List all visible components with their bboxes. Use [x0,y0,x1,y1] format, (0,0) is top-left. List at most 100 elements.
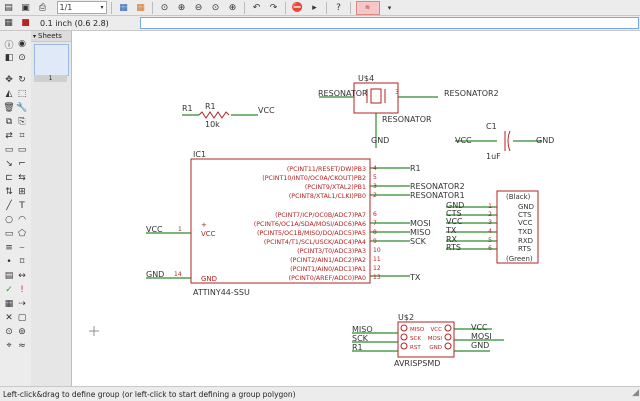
net-icon[interactable]: ⎯ [19,243,25,253]
layer-icon[interactable]: ■ [21,18,30,28]
ftdi-pin-label: GND [518,203,534,211]
split-icon[interactable]: ↘ [5,159,13,169]
delete-icon[interactable]: 🗑 [3,103,15,113]
undo-icon[interactable]: ↶ [252,2,261,13]
ic1-net-label: TX [409,273,421,282]
rect-icon[interactable]: ▭ [4,229,14,239]
value-icon[interactable]: ▭ [17,145,27,155]
drc-icon[interactable]: ⌖ [6,341,12,351]
show-icon[interactable]: ◉ [18,39,26,49]
signal-icon[interactable]: ≈ [18,341,26,351]
ic1-part: ATTINY44-SSU [193,288,250,297]
info-icon[interactable]: ⓘ [4,40,14,51]
pinswap-icon[interactable]: ⇅ [5,187,13,197]
ic1-net-label: RESONATOR2 [410,182,465,191]
name-icon[interactable]: ▭ [4,145,14,155]
sheet-select[interactable]: 1/1▾ [53,1,107,14]
zoom-redraw-icon[interactable]: ⊙ [211,2,220,13]
miter-icon[interactable]: ⌐ [18,159,26,169]
label-icon[interactable]: ⌑ [19,257,25,267]
zoom-in-icon[interactable]: ⊕ [177,2,186,13]
ftdi-header-bottom: (Green) [506,255,533,263]
smash-icon[interactable]: ⌗ [19,131,25,141]
resonator-crystal [370,88,382,104]
ratsnest-icon[interactable]: ✕ [5,313,13,323]
add-icon[interactable]: ⊞ [18,187,26,197]
open-icon[interactable]: ▤ [4,2,13,13]
u2-right-net: GND [471,341,489,350]
design-link-icon[interactable]: ≋ [355,0,380,15]
zoom-out-icon[interactable]: ⊖ [194,2,203,13]
ic1-name: IC1 [193,150,206,159]
net-resonator-label: RESONATOR [318,89,368,98]
zoom-fit-icon[interactable]: ⊙ [160,2,169,13]
dimension-icon[interactable]: ↔ [18,271,26,281]
wire-icon[interactable]: ╱ [6,201,12,211]
change-icon[interactable]: 🔧 [16,103,28,113]
group-icon[interactable]: ⬚ [17,89,27,99]
board-icon[interactable]: ▦ [136,2,145,13]
chevron-down-icon[interactable]: ▾ [387,3,392,12]
net-c1-vcc: VCC [455,136,472,145]
toolbar-divider [285,1,286,14]
ftdi-pin-label: TXD [517,228,532,236]
sheet-thumbnail[interactable] [34,44,69,76]
redo-icon[interactable]: ↷ [269,2,278,13]
replace-icon[interactable]: ⇄ [5,131,13,141]
print-icon[interactable]: ⎙ [38,2,47,13]
ftdi-pin-number: 3 [488,219,492,226]
attiny44-body [190,158,371,284]
ftdi-pin-number: 6 [488,245,492,252]
ic1-pin-label: (PCINT8/XTAL1/CLKI)PB0 [289,193,366,200]
erc-icon[interactable]: ✓ [5,285,13,295]
command-input[interactable] [140,17,639,29]
ic1-pin-number: 11 [373,256,381,263]
sheets-label: Sheets [38,32,62,40]
ic1-pin-label: (PCINT7/ICP/OC0B/ADC7)PA7 [275,212,366,219]
cam-icon[interactable]: ▦ [119,2,128,13]
arc-icon[interactable]: ◠ [18,215,26,225]
ic1-net-label: MOSI [410,219,431,228]
ic1-pin-vcc-number: 1 [178,226,182,233]
display-icon[interactable]: ◧ [4,53,14,63]
u2-right-net: MOSI [471,332,492,341]
hole-icon[interactable]: ⊙ [5,327,13,337]
zoom-select-icon[interactable]: ⊕ [228,2,237,13]
gateswap-icon[interactable]: ⇆ [18,173,26,183]
ftdi-pin-number: 4 [488,228,492,235]
go-icon[interactable]: ▸ [312,2,317,13]
resize-handle-icon[interactable]: ◢ [632,388,639,398]
invoke-icon[interactable]: ⊏ [5,173,13,183]
mark-icon[interactable]: ⊙ [18,53,26,63]
grid-icon[interactable]: ▦ [4,18,13,28]
port-icon[interactable]: ⇢ [18,299,26,309]
u2-left-net: SCK [352,334,369,343]
ic1-pin-label: (PCINT10/INT0/OC0A/CKOUT)PB2 [262,175,366,182]
copy-icon[interactable]: ⧉ [5,117,13,127]
text-icon[interactable]: T [19,201,25,211]
paste-icon[interactable]: ⎘ [18,117,26,127]
circle-icon[interactable]: ○ [5,215,13,225]
u2-left-net: R1 [352,343,363,352]
save-icon[interactable]: ▣ [21,2,30,13]
bus-icon[interactable]: ≡ [5,243,13,253]
sheets-toggle-icon[interactable]: ▾ [33,32,37,40]
ic1-pin-label: (PCINT0/AREF/ADC0)PA0 [289,275,366,282]
frame-icon[interactable]: ▢ [17,313,27,323]
main-toolbar: ▤ ▣ ⎙ 1/1▾ ▦ ▦ ⊙ ⊕ ⊖ ⊙ ⊕ ↶ ↷ ⛔ ▸ ? ≋ ▾ [0,0,640,16]
move-icon[interactable]: ✥ [5,75,13,85]
via-icon[interactable]: ⊚ [18,327,26,337]
grid-coordinates: 0.1 inch (0.6 2.8) [40,18,109,28]
modules-icon[interactable]: ▦ [4,299,14,309]
schematic-canvas[interactable]: R1 R1 10k VCC U$4 RESONATOR 3 RESONATOR2… [72,31,640,386]
polygon-icon[interactable]: ⬠ [18,229,26,239]
rotate-icon[interactable]: ↻ [18,75,26,85]
help-icon[interactable]: ? [336,2,341,13]
errors-icon[interactable]: ! [20,285,24,295]
stop-icon[interactable]: ⛔ [291,2,304,13]
attribute-icon[interactable]: ▤ [4,271,14,281]
junction-icon[interactable]: • [6,257,12,267]
ftdi-pin-label: RXD [518,237,533,245]
mirror-icon[interactable]: ◭ [5,89,13,99]
sheet-number: 1 [34,75,67,82]
